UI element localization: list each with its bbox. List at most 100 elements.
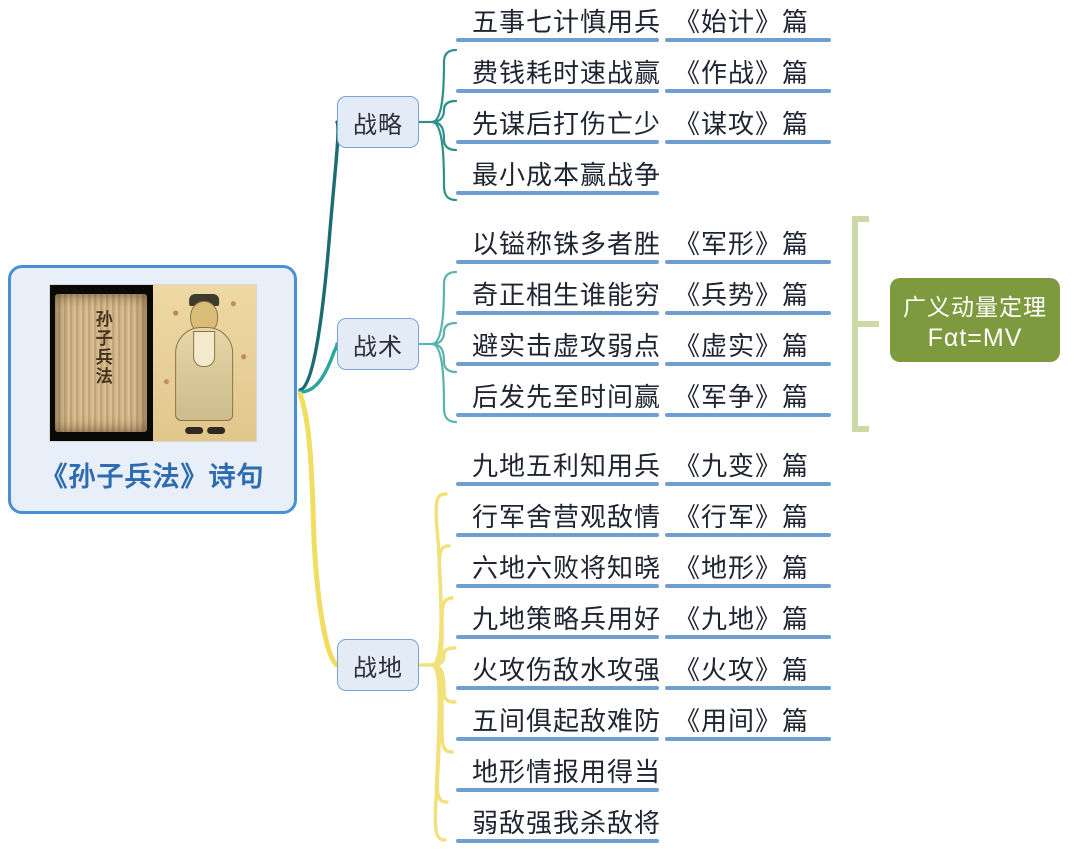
leaf-text-cell: 先谋后打伤亡少 xyxy=(456,104,662,144)
leaf-row[interactable]: 最小成本赢战争 xyxy=(456,155,662,205)
leaf-row[interactable]: 先谋后打伤亡少《谋攻》篇 xyxy=(456,104,831,154)
leaf-underline xyxy=(456,533,659,537)
leaf-text: 九地五利知用兵 xyxy=(472,451,662,481)
leaf-text-cell: 弱敌强我杀敌将 xyxy=(456,803,662,843)
chapter-underline xyxy=(665,311,831,315)
leaf-text-cell: 五事七计慎用兵 xyxy=(456,2,662,42)
leaf-text: 六地六败将知晓 xyxy=(472,553,662,583)
chapter-underline xyxy=(665,140,831,144)
leaf-text: 避实击虚攻弱点 xyxy=(472,331,662,361)
chapter-underline xyxy=(665,533,831,537)
leaf-underline xyxy=(456,191,659,195)
leaf-underline xyxy=(456,584,659,588)
leaf-underline xyxy=(456,362,659,366)
callout-line-2: Fαt=MV xyxy=(927,323,1023,352)
leaf-text: 五事七计慎用兵 xyxy=(472,7,662,37)
leaf-text-cell: 最小成本赢战争 xyxy=(456,155,662,195)
leaf-row[interactable]: 五事七计慎用兵《始计》篇 xyxy=(456,2,831,52)
chapter-text: 《九变》篇 xyxy=(674,451,810,481)
leaf-text: 后发先至时间赢 xyxy=(472,382,662,412)
chapter-underline xyxy=(665,584,831,588)
leaf-row[interactable]: 奇正相生谁能穷《兵势》篇 xyxy=(456,275,831,325)
leaf-row[interactable]: 九地五利知用兵《九变》篇 xyxy=(456,446,831,496)
root-label: 《孙子兵法》诗句 xyxy=(40,462,265,492)
root-image-pair: 孙子兵法 xyxy=(49,285,256,441)
leaf-row[interactable]: 后发先至时间赢《军争》篇 xyxy=(456,377,831,427)
tactics-bracket xyxy=(852,216,879,432)
chapter-cell: 《九地》篇 xyxy=(659,599,831,639)
leaf-row[interactable]: 以镒称铢多者胜《军形》篇 xyxy=(456,224,831,274)
chapter-text: 《军争》篇 xyxy=(674,382,810,412)
chapter-text: 《军形》篇 xyxy=(674,229,810,259)
leaf-row[interactable]: 六地六败将知晓《地形》篇 xyxy=(456,548,831,598)
leaf-text-cell: 行军舍营观敌情 xyxy=(456,497,662,537)
chapter-cell: 《军争》篇 xyxy=(659,377,831,417)
leaf-underline xyxy=(456,635,659,639)
leaf-text-cell: 奇正相生谁能穷 xyxy=(456,275,660,315)
chapter-cell: 《始计》篇 xyxy=(659,2,831,42)
leaf-text-cell: 五间俱起敌难防 xyxy=(456,701,662,741)
leaf-row[interactable]: 地形情报用得当 xyxy=(456,752,662,802)
leaf-underline xyxy=(456,140,659,144)
leaf-text: 九地策略兵用好 xyxy=(472,604,662,634)
chapter-text: 《谋攻》篇 xyxy=(674,109,810,139)
leaf-underline xyxy=(456,482,659,486)
leaf-underline xyxy=(456,38,659,42)
leaf-underline xyxy=(456,686,659,690)
chapter-underline xyxy=(665,686,831,690)
leaf-underline xyxy=(456,839,659,843)
leaf-row[interactable]: 弱敌强我杀敌将 xyxy=(456,803,662,853)
leaf-text-cell: 火攻伤敌水攻强 xyxy=(456,650,660,690)
chapter-underline xyxy=(665,737,831,741)
chapter-cell: 《军形》篇 xyxy=(659,224,831,264)
leaf-text-cell: 六地六败将知晓 xyxy=(456,548,662,588)
chapter-text: 《作战》篇 xyxy=(674,58,810,88)
leaf-text-cell: 地形情报用得当 xyxy=(456,752,662,792)
leaf-text: 五间俱起敌难防 xyxy=(472,706,662,736)
branch-node-tactics[interactable]: 战术 xyxy=(337,318,419,370)
leaf-text: 地形情报用得当 xyxy=(472,757,662,787)
leaf-text: 先谋后打伤亡少 xyxy=(472,109,662,139)
branch-node-strategy[interactable]: 战略 xyxy=(337,96,419,148)
leaf-text-cell: 费钱耗时速战赢 xyxy=(456,53,662,93)
leaf-underline xyxy=(456,260,659,264)
leaf-row[interactable]: 九地策略兵用好《九地》篇 xyxy=(456,599,831,649)
callout-box-momentum-theorem[interactable]: 广义动量定理 Fαt=MV xyxy=(890,278,1060,362)
chapter-underline xyxy=(665,260,831,264)
chapter-cell: 《用间》篇 xyxy=(659,701,831,741)
leaf-underline xyxy=(456,311,659,315)
chapter-cell: 《谋攻》篇 xyxy=(659,104,831,144)
leaf-underline xyxy=(456,737,659,741)
leaf-row[interactable]: 火攻伤敌水攻强《火攻》篇 xyxy=(456,650,831,700)
chapter-cell: 《虚实》篇 xyxy=(659,326,831,366)
bamboo-slips-glyphs: 孙子兵法 xyxy=(91,309,112,386)
branch-node-battlefield[interactable]: 战地 xyxy=(337,639,419,691)
chapter-underline xyxy=(665,38,831,42)
leaf-row[interactable]: 五间俱起敌难防《用间》篇 xyxy=(456,701,831,751)
leaf-row[interactable]: 费钱耗时速战赢《作战》篇 xyxy=(456,53,831,103)
chapter-underline xyxy=(665,362,831,366)
leaf-text: 最小成本赢战争 xyxy=(472,160,662,190)
chapter-text: 《兵势》篇 xyxy=(674,280,810,310)
leaf-row[interactable]: 避实击虚攻弱点《虚实》篇 xyxy=(456,326,831,376)
chapter-text: 《用间》篇 xyxy=(674,706,810,736)
leaf-underline xyxy=(456,89,659,93)
leaf-text-cell: 九地策略兵用好 xyxy=(456,599,662,639)
leaf-text: 费钱耗时速战赢 xyxy=(472,58,662,88)
leaf-text-cell: 后发先至时间赢 xyxy=(456,377,662,417)
chapter-text: 《火攻》篇 xyxy=(674,655,810,685)
chapter-underline xyxy=(665,482,831,486)
leaf-text-cell: 以镒称铢多者胜 xyxy=(456,224,660,264)
chapter-cell: 《地形》篇 xyxy=(659,548,831,588)
root-node[interactable]: 孙子兵法 《孙子兵法》诗句 xyxy=(8,265,297,514)
leaf-text: 行军舍营观敌情 xyxy=(472,502,662,532)
chapter-cell: 《兵势》篇 xyxy=(659,275,831,315)
chapter-cell: 《作战》篇 xyxy=(659,53,831,93)
leaf-row[interactable]: 行军舍营观敌情《行军》篇 xyxy=(456,497,831,547)
chapter-cell: 《火攻》篇 xyxy=(659,650,831,690)
leaf-text: 弱敌强我杀敌将 xyxy=(472,808,662,838)
chapter-text: 《行军》篇 xyxy=(674,502,810,532)
leaf-text-cell: 九地五利知用兵 xyxy=(456,446,662,486)
